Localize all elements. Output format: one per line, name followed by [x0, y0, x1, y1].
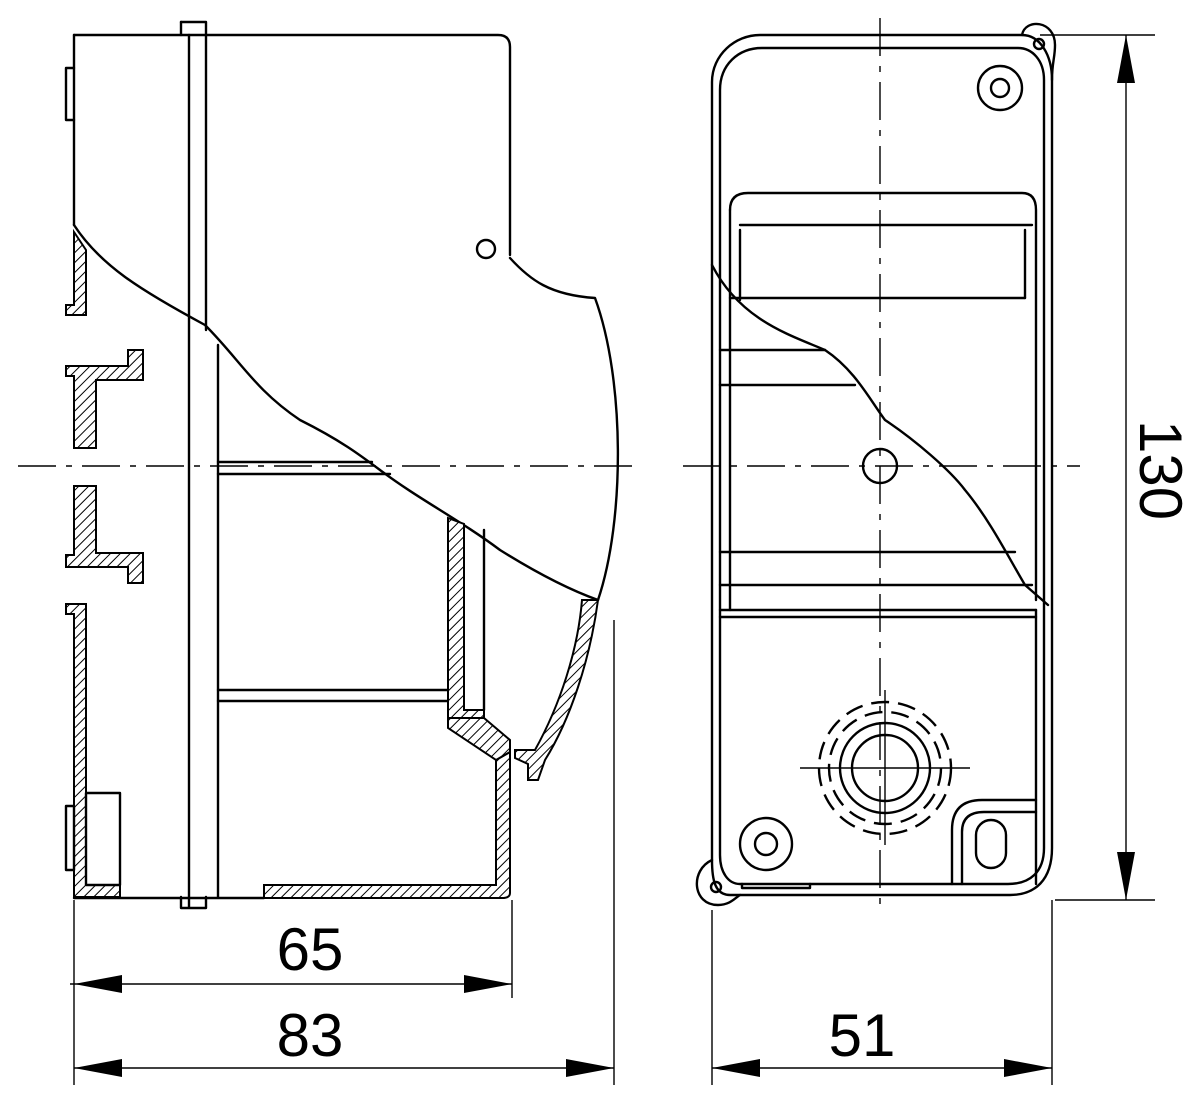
side-view [18, 20, 640, 910]
dimension-overall-width: 83 [277, 1002, 344, 1069]
dimension-lines [70, 34, 1155, 1085]
dimension-height: 130 [1127, 420, 1194, 520]
dimension-inner-width: 65 [277, 916, 344, 983]
dimension-front-width: 51 [829, 1002, 896, 1069]
front-view [683, 18, 1080, 907]
